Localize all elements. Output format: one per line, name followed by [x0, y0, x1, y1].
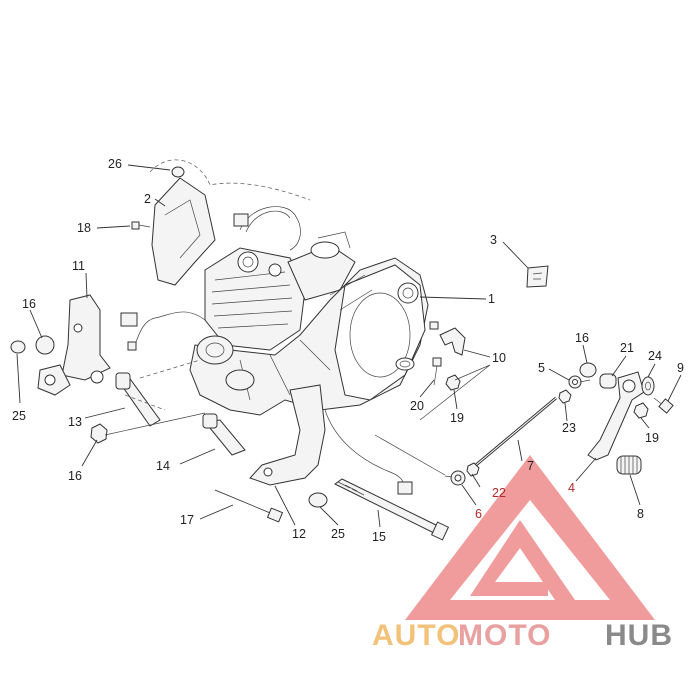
- part-15-bolt: [334, 478, 450, 541]
- guide-line-5: [374, 434, 446, 476]
- part-22-nut: [466, 462, 480, 477]
- watermark-hub: HUB: [605, 619, 673, 652]
- part-13-link: [115, 372, 161, 427]
- part-5-rod-end: [568, 375, 591, 389]
- watermark-auto: AUTO: [372, 619, 460, 652]
- spark-plug-wire-2: [245, 210, 291, 233]
- callout-16c: 16: [575, 331, 589, 345]
- engine-assembly: [120, 159, 429, 495]
- part-19-nut-right: [633, 402, 649, 419]
- callout-20: 20: [410, 399, 424, 413]
- watermark-logo: [405, 455, 655, 620]
- callout-23: 23: [562, 421, 576, 435]
- part-24-washer: [641, 376, 655, 396]
- callout-9: 9: [677, 361, 684, 375]
- part-26-bushing: [171, 166, 185, 178]
- callout-5: 5: [538, 361, 545, 375]
- callout-22: 22: [492, 486, 506, 500]
- logo-triangle-outer: [405, 455, 655, 620]
- sensor-wire: [134, 311, 206, 346]
- cylinder-head: [204, 247, 306, 351]
- callout-21: 21: [620, 341, 634, 355]
- guide-line-1: [139, 359, 201, 379]
- watermark-moto: MOTO: [458, 619, 551, 652]
- callout-8: 8: [637, 507, 644, 521]
- watermark-text: AUTO MOTO HUB: [372, 619, 673, 652]
- callout-3: 3: [490, 233, 497, 247]
- part-6-rod-end: [444, 470, 466, 486]
- part-16-nut-lower: [90, 423, 108, 444]
- part-3-plate: [526, 265, 549, 288]
- part-12-bracket: [249, 384, 326, 486]
- cover-plate-detail: [164, 199, 201, 259]
- cover-plate: [151, 177, 216, 286]
- crankcase-bolt: [429, 321, 439, 330]
- callout-24: 24: [648, 349, 662, 363]
- sensor-connector: [120, 312, 138, 327]
- spark-plug-wire: [239, 206, 301, 251]
- part-23-nut: [558, 389, 572, 404]
- crankcase: [189, 257, 429, 416]
- callout-10: 10: [492, 351, 506, 365]
- callout-2: 2: [144, 192, 151, 206]
- part-25-rubber-left: [10, 340, 26, 354]
- callout-1: 1: [488, 292, 495, 306]
- callout-labels: 1 2 3 4 5 6 7 8 9 10 11 12 13 14 15 16 1…: [12, 157, 684, 544]
- guide-line-3: [104, 412, 206, 436]
- callout-26: 26: [108, 157, 122, 171]
- part-18-screw: [131, 221, 151, 230]
- callout-19b: 19: [645, 431, 659, 445]
- ground-wire: [324, 409, 405, 486]
- callout-12: 12: [292, 527, 306, 541]
- part-11-bracket: [37, 294, 111, 396]
- part-25-rubber-lower: [308, 492, 328, 508]
- part-17-bolt: [214, 489, 284, 523]
- part-21-bushing: [599, 373, 617, 389]
- callout-13: 13: [68, 415, 82, 429]
- callout-18: 18: [77, 221, 91, 235]
- callout-17: 17: [180, 513, 194, 527]
- callout-15: 15: [372, 530, 386, 544]
- part-8-pedal-rubber: [616, 455, 642, 475]
- callout-14: 14: [156, 459, 170, 473]
- part-14-lever: [202, 413, 246, 456]
- guide-line-2: [124, 394, 166, 411]
- connector-top: [233, 213, 249, 227]
- intake-manifold: [287, 231, 356, 301]
- part-20-bolt: [432, 357, 442, 386]
- part-9-bolt: [653, 397, 674, 414]
- callout-25a: 25: [12, 409, 26, 423]
- callout-11: 11: [72, 259, 85, 273]
- leader-lines: [16, 164, 682, 528]
- part-19-nut-center: [445, 374, 461, 391]
- guide-line-4: [419, 364, 491, 421]
- part-4-shift-lever: [587, 371, 645, 461]
- callout-16b: 16: [68, 469, 82, 483]
- callout-6: 6: [475, 507, 482, 521]
- harness-outline: [149, 159, 311, 201]
- callout-7: 7: [527, 459, 534, 473]
- part-10-clip: [439, 327, 466, 356]
- callout-19a: 19: [450, 411, 464, 425]
- part-16-bushing-right: [579, 362, 597, 378]
- callout-25b: 25: [331, 527, 345, 541]
- callout-4: 4: [568, 481, 575, 495]
- part-7-rod: [469, 396, 557, 472]
- part-16-rubber-left: [35, 335, 55, 355]
- sensor-plug: [127, 341, 137, 351]
- callout-16a: 16: [22, 297, 36, 311]
- ground-connector: [397, 481, 413, 495]
- logo-triangle-inner: [470, 520, 575, 600]
